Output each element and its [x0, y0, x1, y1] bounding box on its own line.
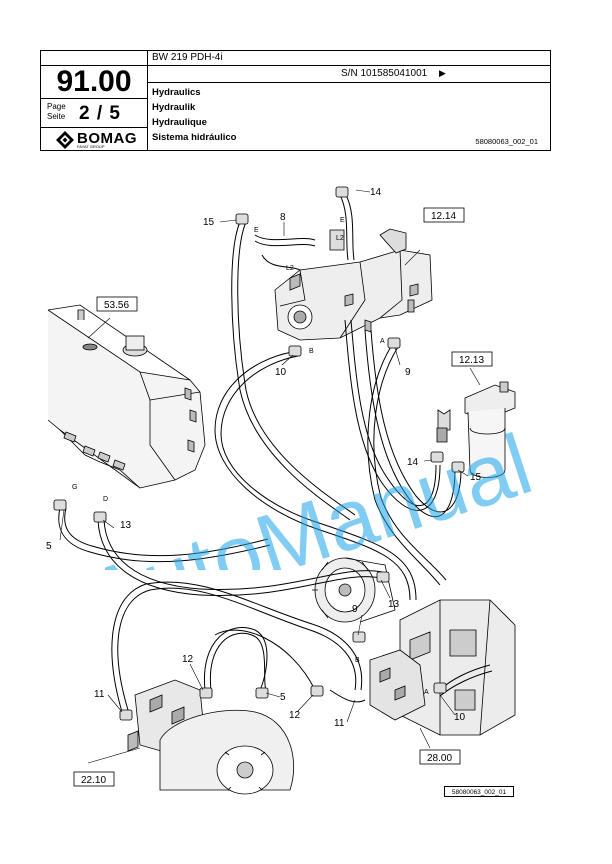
divider: [41, 98, 147, 99]
port-label: L2: [286, 265, 294, 272]
callout-number: 14: [370, 187, 382, 198]
figure-id: 58080063_002_01: [444, 786, 514, 797]
port-letter: A: [380, 338, 385, 345]
ref-label: 12.13: [459, 355, 484, 366]
serial-number: S/N 101585041001: [341, 68, 428, 79]
ref-box-12-14: [423, 207, 465, 223]
callout-number: 14: [407, 457, 419, 468]
ref-label: 22.10: [81, 775, 106, 786]
drive-motor-rear: [127, 679, 295, 795]
hose-lines: [58, 194, 493, 713]
port-letter: A: [424, 689, 429, 696]
callout-number: 12: [289, 710, 301, 721]
callout-number: 5: [46, 541, 52, 552]
title-es: Sistema hidráulico: [152, 132, 237, 143]
port-letter: B: [309, 348, 314, 355]
callout-number: 9: [352, 604, 358, 615]
page-label-de: Seite: [47, 112, 66, 121]
callout-number: 15: [470, 472, 482, 483]
hose-fittings: [53, 186, 465, 721]
ref-box-28-00: [419, 749, 461, 765]
brand-name: BOMAG: [77, 130, 137, 147]
callout-number: 10: [275, 367, 287, 378]
page-label-en: Page: [47, 102, 66, 111]
brand-sub: FAYAT GROUP: [77, 144, 105, 149]
main-pump: [274, 228, 433, 341]
port-letter: G: [72, 484, 77, 491]
callout-number: 13: [388, 599, 400, 610]
filter-assembly: [436, 381, 516, 478]
port-letter: E: [340, 217, 345, 224]
callout-number: 10: [454, 712, 466, 723]
leader-lines: [59, 189, 481, 764]
ref-label: 53.56: [104, 300, 129, 311]
reference-boxes: [73, 207, 493, 787]
title-fr: Hydraulique: [152, 117, 207, 128]
drive-motor-center: [312, 557, 396, 623]
next-arrow-icon[interactable]: ▶: [439, 68, 446, 78]
callout-number: 12: [182, 654, 194, 665]
ref-box-53-56: [96, 296, 138, 312]
section-titles: Hydraulics Hydraulik Hydraulique Sistema…: [152, 85, 236, 145]
brand-logo: BOMAG FAYAT GROUP: [55, 130, 137, 150]
divider: [41, 65, 550, 66]
title-en: Hydraulics: [152, 87, 201, 98]
divider: [147, 82, 550, 83]
title-de: Hydraulik: [152, 102, 196, 113]
callout-number: 13: [120, 520, 132, 531]
divider: [147, 51, 148, 150]
ref-box-22-10: [73, 771, 115, 787]
port-letter: D: [103, 496, 108, 503]
callout-number: 11: [334, 718, 345, 729]
port-letter: E: [254, 227, 259, 234]
ref-label: 12.14: [431, 211, 456, 222]
callout-number: 8: [280, 212, 286, 223]
port-label: L2: [336, 235, 344, 242]
bomag-diamond-icon: [56, 131, 74, 149]
callout-number: 11: [94, 689, 105, 700]
title-block: BW 219 PDH-4i S/N 101585041001 ▶ 91.00 P…: [40, 50, 551, 151]
callout-number: 9: [405, 367, 411, 378]
model-name: BW 219 PDH-4i: [152, 52, 223, 63]
page-title: 91.00: [56, 65, 132, 98]
callout-number: 15: [203, 217, 215, 228]
ref-box-12-13: [451, 351, 493, 367]
divider: [41, 127, 147, 128]
tank-assembly: [47, 304, 206, 489]
port-letter: B: [355, 657, 360, 664]
page-label: Page Seite: [47, 102, 66, 122]
doc-number: 58080063_002_01: [475, 137, 538, 146]
ref-label: 28.00: [427, 753, 452, 764]
axle-assembly: [369, 599, 516, 736]
page-indicator: 2 / 5: [79, 103, 121, 124]
callout-number: 5: [280, 692, 286, 703]
hydraulic-exploded-drawing: 12.14 53.56 12.13 28.00 22.10 14 15 8 10…: [46, 186, 516, 795]
